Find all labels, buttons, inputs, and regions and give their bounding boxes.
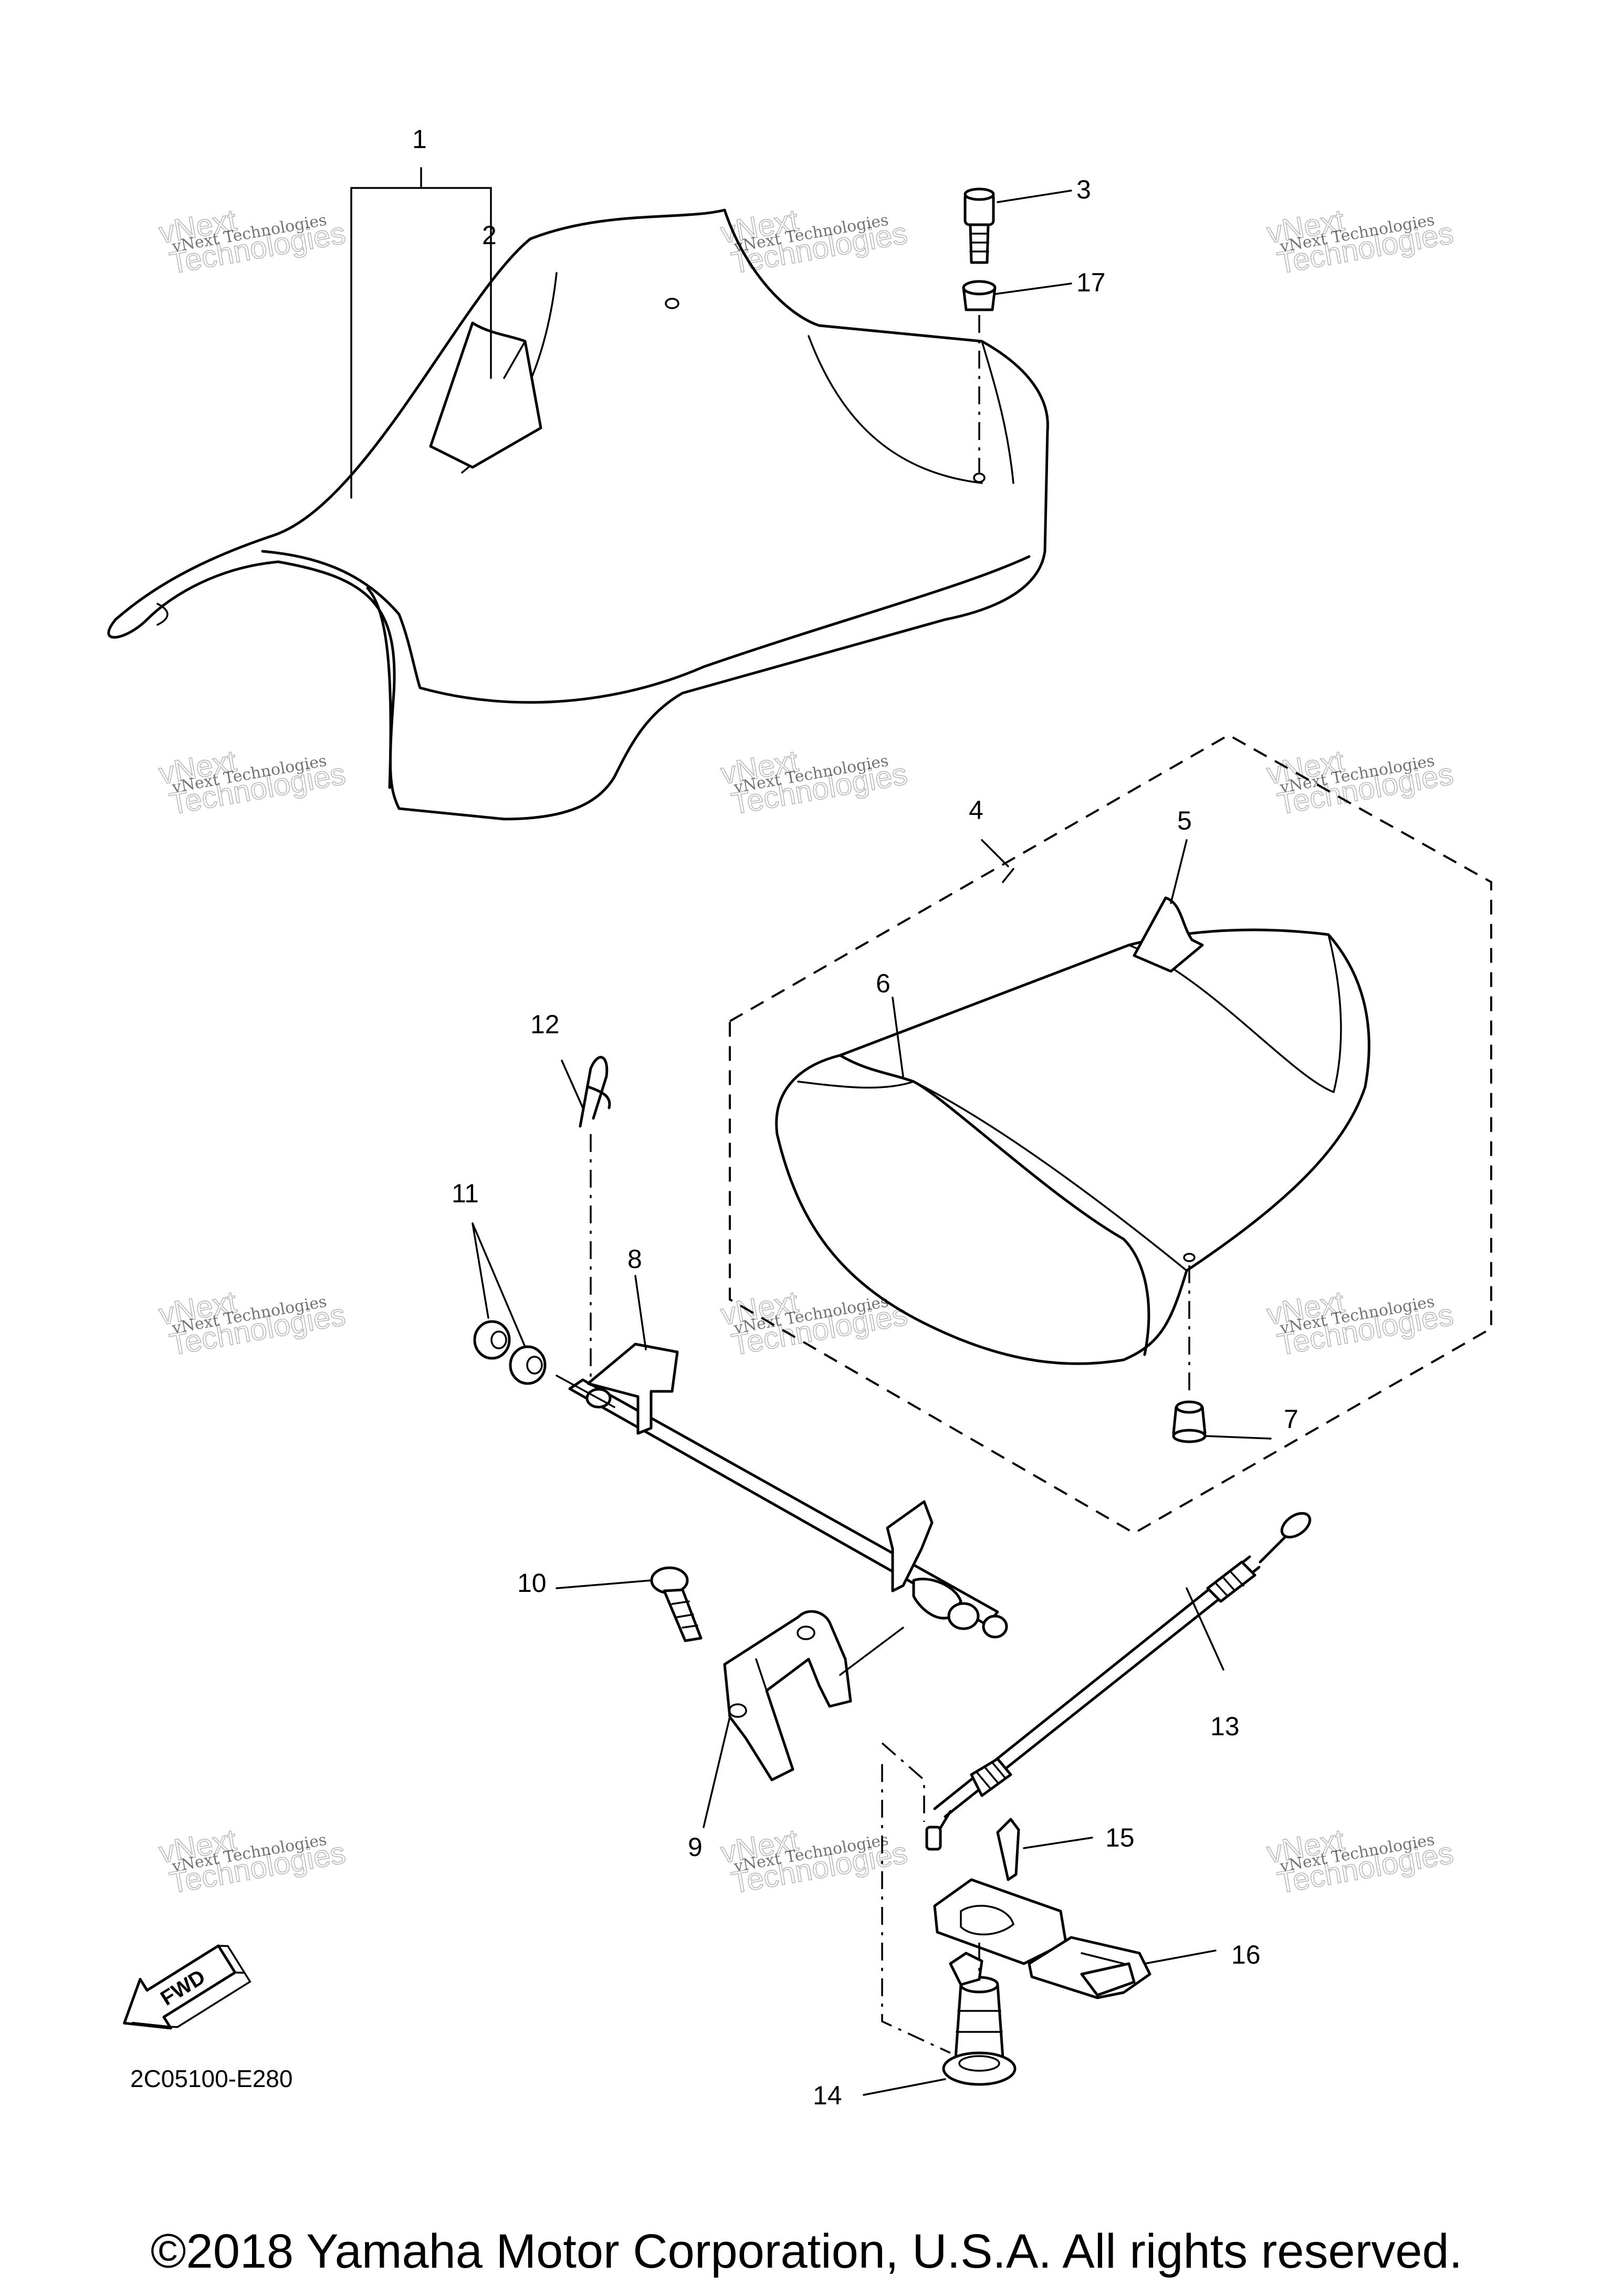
watermark-r4c1: vNext Technologies vNext Technologies — [156, 1822, 349, 1901]
rider-seat — [107, 208, 1049, 821]
callout-7: 7 — [1284, 1404, 1298, 1434]
lock-cylinder-14 — [942, 1952, 1017, 2086]
callout-2: 2 — [482, 221, 497, 250]
callout-14: 14 — [813, 2081, 842, 2110]
collar-11a — [473, 1320, 511, 1360]
watermark-r4c3: vNext Technologies vNext Technologies — [1264, 1822, 1457, 1901]
damper-7 — [1172, 1400, 1207, 1443]
callout-4: 4 — [969, 795, 983, 825]
callout-8: 8 — [627, 1244, 642, 1274]
passenger-seat-group-outline — [729, 733, 1492, 1535]
watermark-r1c1: vNext Technologies vNext Technologies — [156, 203, 349, 281]
cover-16 — [1028, 1936, 1151, 1999]
lock-mount-line-v — [881, 1764, 951, 2054]
bracket-9 — [723, 1610, 852, 1781]
collar-11b — [509, 1345, 547, 1385]
callout-5: 5 — [1177, 806, 1192, 835]
bolt-10 — [650, 1566, 703, 1642]
callout-9: 9 — [688, 1832, 703, 1862]
watermark-r3c1: vNext Technologies vNext Technologies — [156, 1284, 349, 1362]
watermark-r3c3: vNext Technologies vNext Technologies — [1264, 1284, 1457, 1362]
callout-15: 15 — [1105, 1823, 1135, 1852]
callout-1: 1 — [412, 124, 427, 154]
watermark-r2c2: vNext Technologies vNext Technologies — [718, 743, 910, 822]
cable-13 — [925, 1512, 1312, 1851]
callout-12: 12 — [530, 1010, 560, 1039]
callout-16: 16 — [1231, 1940, 1261, 1969]
callout-17: 17 — [1076, 268, 1106, 297]
callout-11: 11 — [452, 1179, 479, 1208]
watermark-r2c1: vNext Technologies vNext Technologies — [156, 743, 349, 822]
watermark-r1c3: vNext Technologies vNext Technologies — [1264, 203, 1457, 281]
seat-lock-rod-8 — [556, 1343, 1008, 1639]
lock-mount-line-a — [881, 1742, 925, 1822]
watermark-r1c2: vNext Technologies vNext Technologies — [718, 203, 910, 281]
diagram-code: 2C05100-E280 — [130, 2065, 292, 2092]
caution-label-2 — [429, 321, 542, 469]
fwd-arrow-icon: FWD — [123, 1944, 252, 2030]
bolt-3 — [963, 187, 995, 264]
callout-10: 10 — [517, 1568, 547, 1598]
callout-6: 6 — [876, 969, 891, 998]
caution-label-5 — [1133, 896, 1204, 973]
callout-3: 3 — [1076, 175, 1091, 204]
watermark-r4c2: vNext Technologies vNext Technologies — [718, 1822, 910, 1901]
callout-13: 13 — [1210, 1712, 1240, 1741]
leader-lines — [350, 167, 1272, 2096]
grommet-17 — [962, 280, 997, 311]
plate-15 — [933, 1818, 1067, 1965]
copyright-notice: ©2018 Yamaha Motor Corporation, U.S.A. A… — [150, 2225, 1463, 2278]
clip-12 — [579, 1056, 611, 1128]
